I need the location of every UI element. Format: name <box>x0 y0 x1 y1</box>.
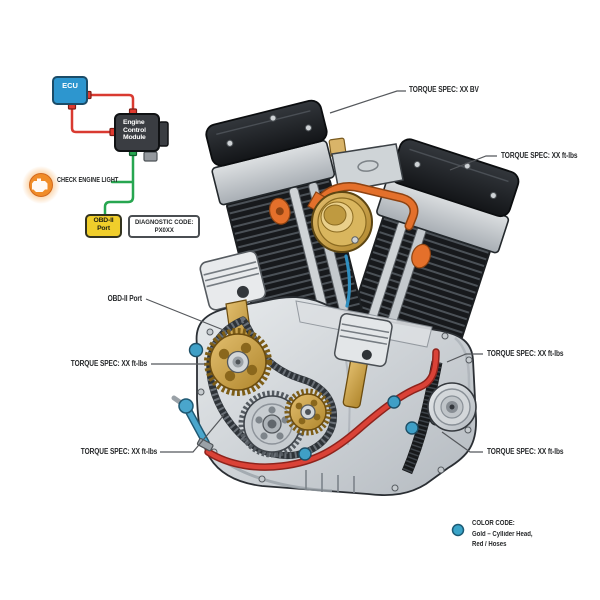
hoses-and-fittings <box>171 254 440 471</box>
red-hose <box>205 349 439 470</box>
blue-line <box>184 405 209 446</box>
blue-wire <box>344 254 352 308</box>
engine-control-module-box: Engine Control Module <box>114 113 160 152</box>
callout-torque-top-right-1: TORQUE SPEC: XX BV <box>409 85 479 94</box>
leader-torque-right-bottom <box>441 431 483 453</box>
right-piston-cutaway <box>333 313 393 409</box>
ecm-label-line1: Engine <box>123 119 145 126</box>
ecu-label: ECU <box>62 81 78 90</box>
leader-torque-left-bottom <box>160 414 225 453</box>
ecm-label-line2: Control <box>123 126 146 134</box>
leader-torque-top-right-1 <box>329 90 406 114</box>
timing-gears <box>204 299 338 460</box>
rear-cylinder <box>343 138 520 374</box>
diagnostic-code-line1: DIAGNOSTIC CODE: <box>134 219 194 226</box>
check-engine-light-icon <box>22 166 60 204</box>
callout-obd-port: OBD-II Port <box>107 294 143 303</box>
ecm-label-line3: Module <box>123 134 146 142</box>
legend-line1: Gold – Cyllider Head, <box>472 530 533 538</box>
obd-port-box: OBD-II Port <box>85 214 122 238</box>
legend-title: COLOR CODE: <box>472 520 515 527</box>
check-engine-light-label: CHECK ENGINE LIGHT <box>57 177 119 184</box>
legend-bullet <box>451 523 465 537</box>
callout-torque-right-bottom: TORQUE SPEC: XX ft-lbs <box>487 447 564 456</box>
left-piston-cutaway <box>199 250 267 311</box>
callout-torque-top-right-2: TORQUE SPEC: XX ft-lbs <box>501 151 578 160</box>
leader-torque-top-right-2 <box>449 155 497 171</box>
obd-port-line1: OBD-II <box>93 217 114 224</box>
blue-caps <box>188 342 419 461</box>
cam-gear-large <box>204 328 272 396</box>
legend-line2: Red / Hoses <box>472 541 507 549</box>
callout-torque-right-mid: TORQUE SPEC: XX ft-lbs <box>487 349 564 358</box>
diagnostic-code-line2: PX0XX <box>154 227 174 235</box>
obd-port-line2: Port <box>97 225 110 233</box>
ecu-box: ECU <box>52 76 88 105</box>
callout-torque-left-bottom: TORQUE SPEC: XX ft-lbs <box>80 447 158 456</box>
intake-and-carburetor <box>307 137 419 253</box>
color-code-legend: COLOR CODE: Gold – Cyllider Head, Red / … <box>472 519 542 551</box>
callout-torque-left-mid: TORQUE SPEC: XX ft-lbs <box>70 359 148 368</box>
leader-obd-port <box>145 298 227 332</box>
diagnostic-code-box: DIAGNOSTIC CODE: PX0XX <box>128 215 200 238</box>
callout-leader-lines <box>145 90 497 453</box>
leader-torque-right-mid <box>446 353 483 363</box>
flow-diagram-wires <box>67 90 169 216</box>
cam-gear-small <box>284 388 332 436</box>
